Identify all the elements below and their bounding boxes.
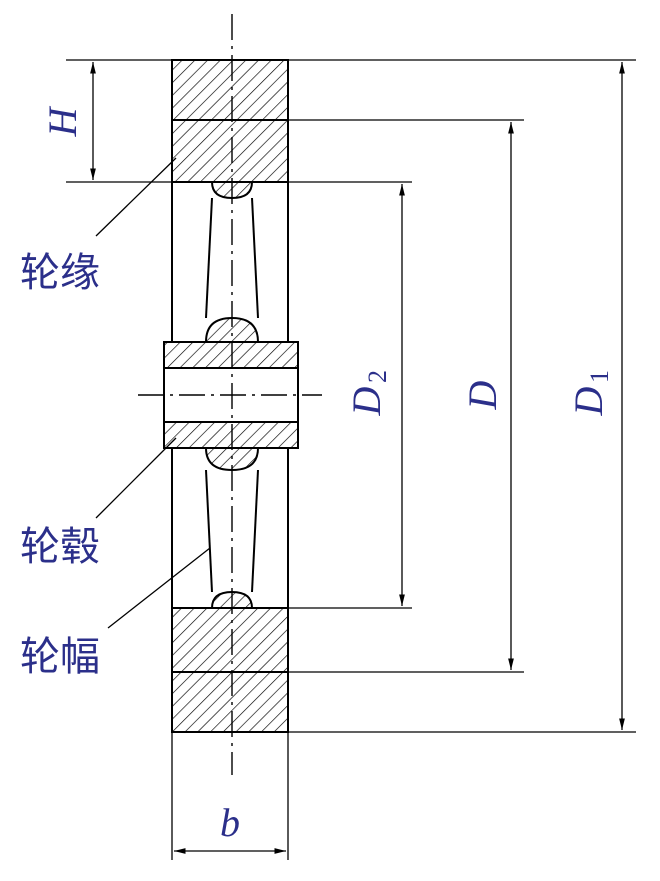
hub (163, 341, 299, 449)
rim-bottom (171, 607, 289, 733)
label-D: D (460, 380, 505, 410)
label-D2-sub: 2 (363, 370, 392, 383)
label-hub: 轮毂 (20, 524, 100, 570)
leader-lines (95, 157, 211, 629)
label-b: b (220, 800, 240, 845)
extension-lines (66, 59, 636, 860)
label-H: H (40, 105, 85, 137)
label-D1: D 1 (566, 370, 614, 416)
wheel-outline (171, 182, 289, 608)
label-D2-main: D (344, 386, 389, 416)
leader-hub (95, 437, 177, 519)
label-rim: 轮缘 (20, 250, 100, 296)
label-web: 轮幅 (20, 634, 100, 680)
center-lines (138, 14, 322, 775)
dimension-lines (90, 62, 625, 854)
leader-rim (95, 157, 177, 237)
label-D1-main: D (566, 386, 611, 416)
label-D2: D 2 (344, 370, 392, 416)
leader-web (107, 547, 211, 629)
rim-top (171, 59, 289, 183)
label-D1-sub: 1 (585, 370, 614, 383)
